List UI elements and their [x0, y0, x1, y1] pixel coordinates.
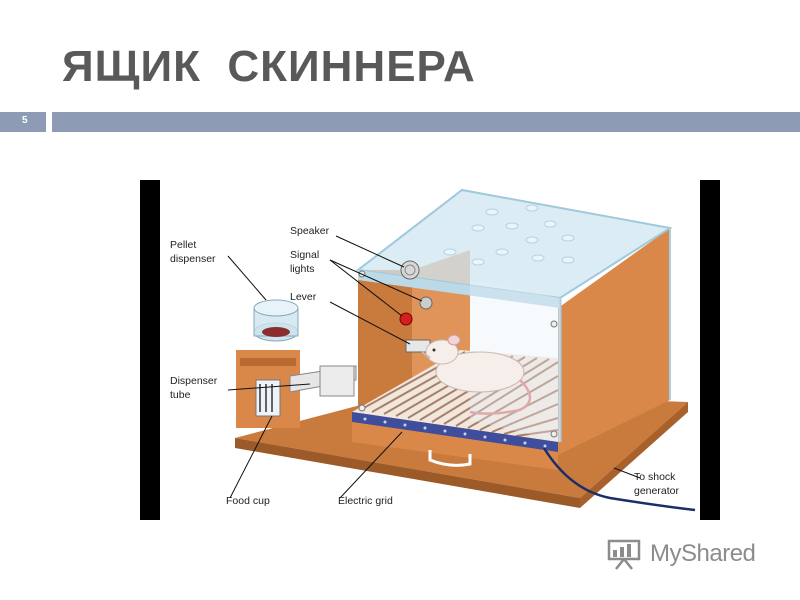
- presentation-board-icon: [607, 539, 641, 570]
- label-signal-lights-line1: Signal: [290, 249, 319, 261]
- label-pellet-dispenser-line1: Pellet: [170, 239, 196, 251]
- slide-title: ЯЩИК СКИННЕРА: [62, 42, 476, 91]
- skinner-box-illustration: Speaker Signal lights Lever Pellet dispe…: [140, 180, 720, 520]
- speaker: [400, 260, 420, 280]
- frame-right-bar: [700, 180, 720, 520]
- slide-number-box: 5: [0, 112, 46, 132]
- label-dispenser-tube-line2: tube: [170, 389, 191, 401]
- title-underline-bar: [52, 112, 800, 132]
- skinner-box-figure: Speaker Signal lights Lever Pellet dispe…: [140, 180, 720, 520]
- front-wall: [358, 270, 412, 420]
- shock-wire: [542, 447, 696, 512]
- watermark-text: MyShared: [650, 540, 756, 567]
- label-speaker: Speaker: [290, 225, 330, 237]
- slide-number: 5: [22, 115, 28, 126]
- label-electric-grid: Electric grid: [338, 495, 393, 507]
- label-signal-lights-line2: lights: [290, 263, 315, 275]
- label-dispenser-tube-line1: Dispenser: [170, 375, 218, 387]
- label-lever: Lever: [290, 291, 317, 303]
- rat: [421, 334, 532, 415]
- label-pellet-dispenser-line2: dispenser: [170, 253, 216, 265]
- label-shock-line1: To shock: [634, 471, 676, 483]
- label-shock-line2: generator: [634, 485, 679, 497]
- drawer: [352, 422, 558, 470]
- frame-left-bar: [140, 180, 160, 520]
- label-food-cup: Food cup: [226, 495, 270, 507]
- myshared-watermark: MyShared: [606, 536, 776, 572]
- signal-light-white: [419, 296, 433, 310]
- signal-light-red: [399, 312, 413, 326]
- right-wall: [558, 228, 670, 455]
